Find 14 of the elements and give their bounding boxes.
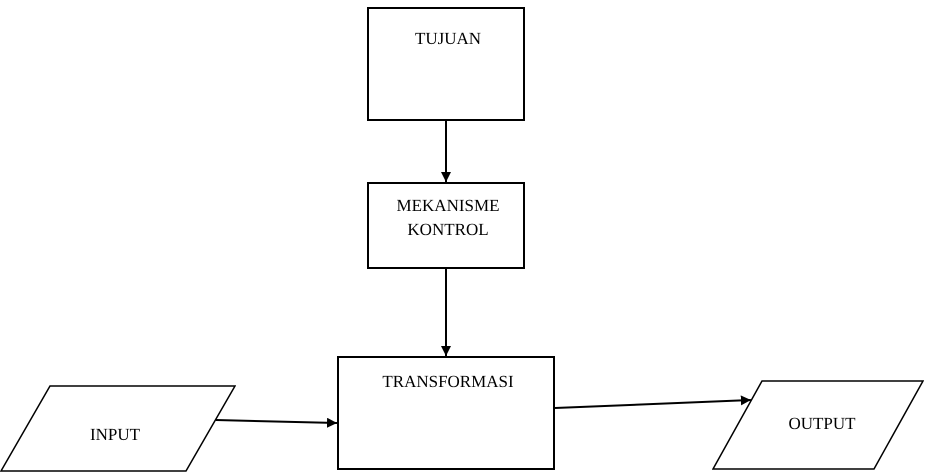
arrow	[441, 121, 451, 182]
arrow	[216, 418, 338, 428]
process-box	[367, 7, 525, 121]
node-label: INPUT	[88, 424, 142, 446]
data-parallelogram	[0, 385, 236, 472]
arrow	[554, 395, 751, 409]
process-box	[337, 356, 555, 470]
node-label: TUJUAN	[414, 28, 482, 50]
arrow	[441, 269, 451, 356]
process-box	[367, 182, 525, 269]
data-parallelogram	[712, 380, 924, 470]
node-label: OUTPUT	[787, 413, 857, 435]
node-label: TRANSFORMASI	[381, 371, 515, 393]
node-label: MEKANISME KONTROL	[396, 195, 500, 241]
